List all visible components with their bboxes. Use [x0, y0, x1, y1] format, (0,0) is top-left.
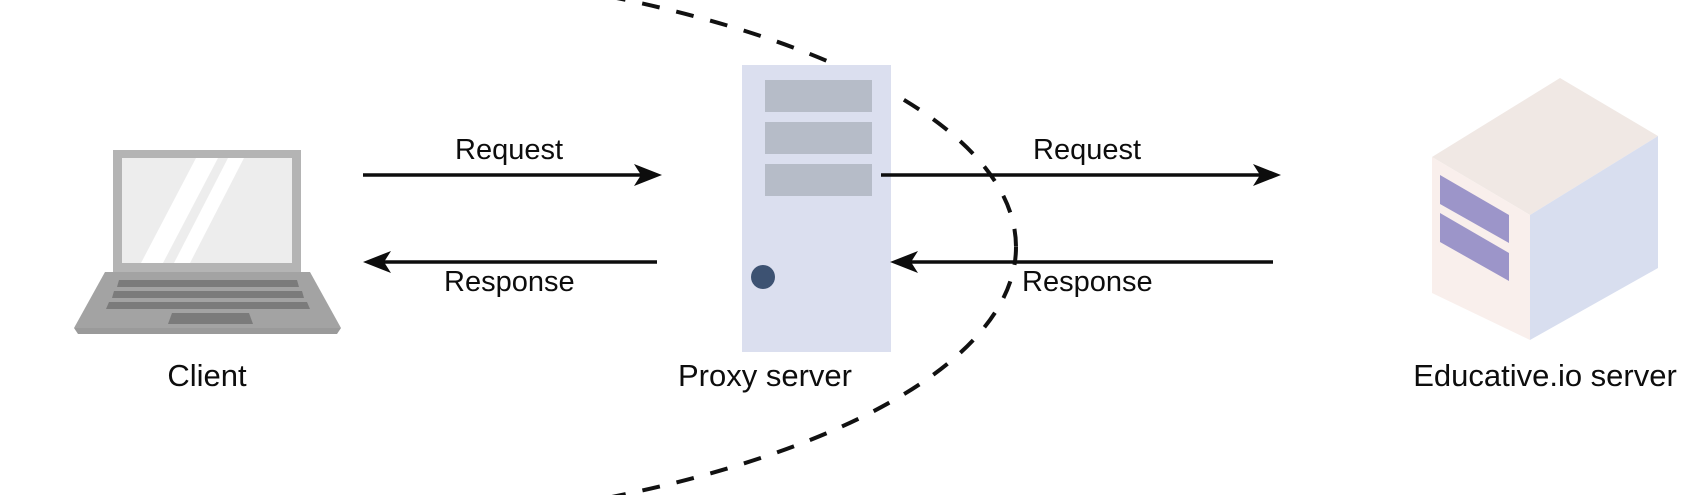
- server-tower-icon: [742, 65, 891, 352]
- laptop-icon: [74, 150, 341, 334]
- arrow-client-to-proxy-request: [363, 164, 662, 186]
- arrow-server-to-proxy-response: [890, 251, 1273, 273]
- arrow-proxy-to-client-response: [363, 251, 657, 273]
- edge-label-proxy-to-server-request: Request: [1033, 134, 1142, 166]
- node-label-proxy-server: Proxy server: [678, 358, 852, 393]
- node-label-client: Client: [167, 358, 247, 393]
- client-network-boundary: [611, 0, 1018, 495]
- edge-label-server-to-proxy-response: Response: [1022, 266, 1153, 298]
- node-label-educative-server: Educative.io server: [1413, 358, 1677, 393]
- arrow-proxy-to-server-request: [881, 164, 1281, 186]
- edge-label-client-to-proxy-request: Request: [455, 134, 564, 166]
- server-box-3d-icon: [1432, 78, 1658, 340]
- edge-label-proxy-to-client-response: Response: [444, 266, 575, 298]
